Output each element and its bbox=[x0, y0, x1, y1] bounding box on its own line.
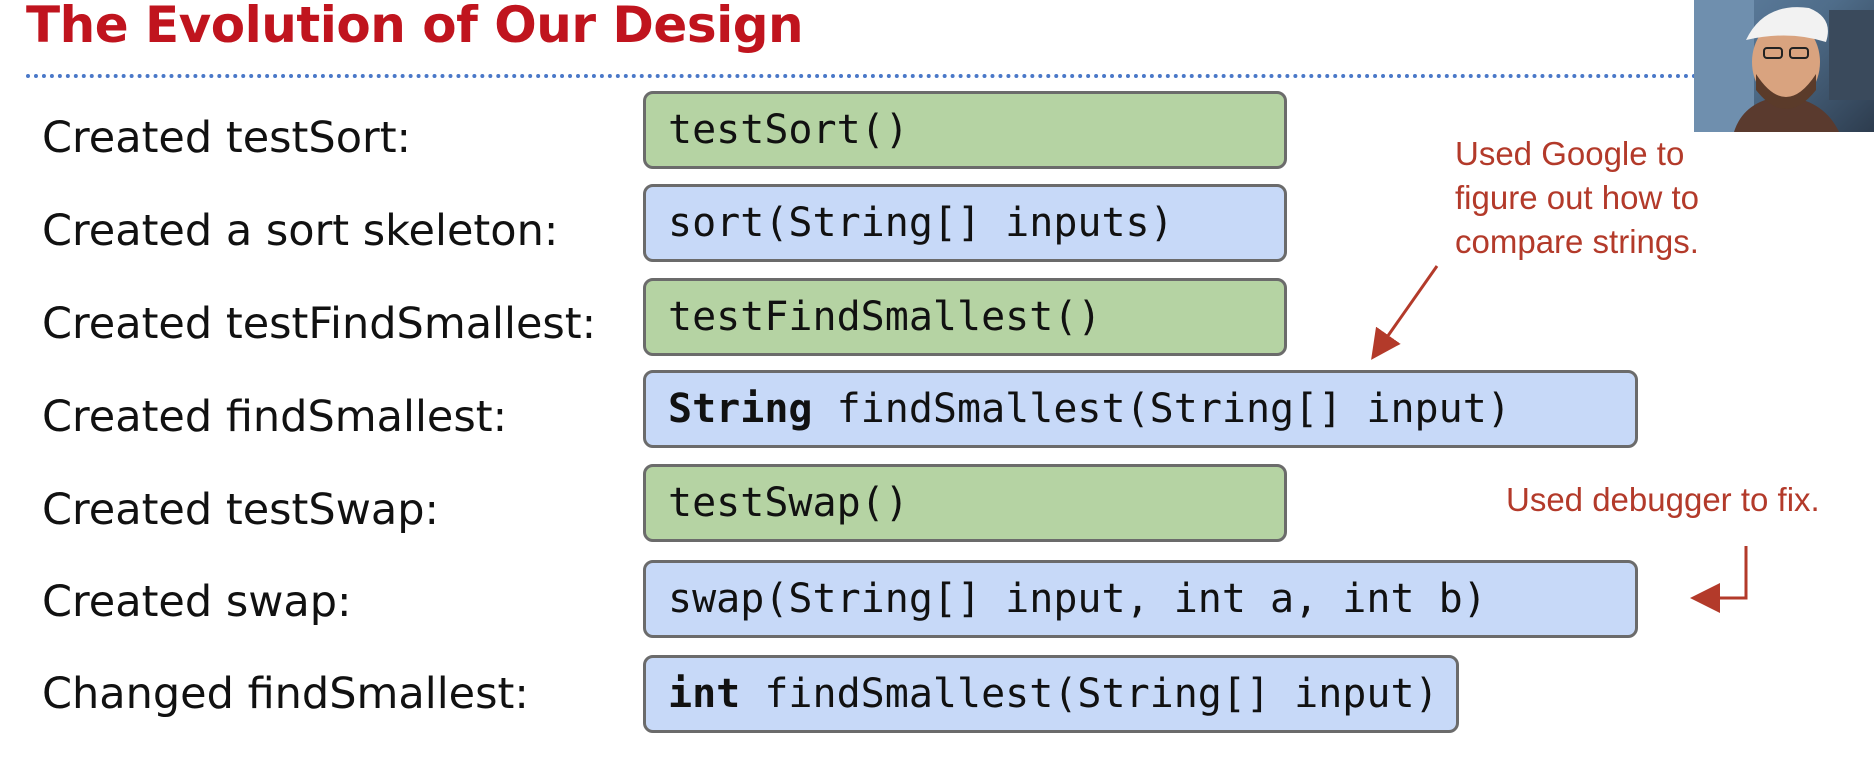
annotation-line: Used Google to bbox=[1455, 135, 1685, 172]
code-box-findsmallest: String findSmallest(String[] input) bbox=[643, 370, 1638, 448]
code-box-changed-findsmallest: int findSmallest(String[] input) bbox=[643, 655, 1459, 733]
code-box-testswap: testSwap() bbox=[643, 464, 1287, 542]
code-text: findSmallest(String[] input) bbox=[740, 671, 1439, 717]
step-label: Created testSwap: bbox=[42, 485, 440, 535]
annotation-google: Used Google to figure out how to compare… bbox=[1455, 132, 1699, 264]
code-text: swap(String[] input, int a, int b) bbox=[668, 576, 1487, 622]
debugger-arrow-icon bbox=[1690, 546, 1748, 613]
step-label: Created swap: bbox=[42, 577, 352, 627]
code-box-testfindsmallest: testFindSmallest() bbox=[643, 278, 1287, 356]
title-divider bbox=[26, 74, 1698, 78]
code-box-swap: swap(String[] input, int a, int b) bbox=[643, 560, 1638, 638]
code-box-testsort: testSort() bbox=[643, 91, 1287, 169]
code-keyword: int bbox=[668, 671, 741, 717]
step-label: Changed findSmallest: bbox=[42, 669, 529, 719]
step-label: Created testFindSmallest: bbox=[42, 299, 597, 349]
code-text: testSort() bbox=[668, 107, 909, 153]
annotation-line: compare strings. bbox=[1455, 223, 1699, 260]
code-text: findSmallest(String[] input) bbox=[812, 386, 1511, 432]
step-label: Created a sort skeleton: bbox=[42, 206, 559, 256]
code-text: testSwap() bbox=[668, 480, 909, 526]
code-text: testFindSmallest() bbox=[668, 294, 1102, 340]
step-label: Created testSort: bbox=[42, 113, 412, 163]
step-label: Created findSmallest: bbox=[42, 392, 508, 442]
code-keyword: String bbox=[668, 386, 813, 432]
code-box-sort: sort(String[] inputs) bbox=[643, 184, 1287, 262]
presenter-image bbox=[1694, 0, 1874, 132]
slide-title: The Evolution of Our Design bbox=[26, 0, 804, 54]
google-arrow-icon bbox=[1371, 265, 1439, 360]
code-text: sort(String[] inputs) bbox=[668, 200, 1174, 246]
annotation-line: figure out how to bbox=[1455, 179, 1699, 216]
presenter-webcam bbox=[1694, 0, 1874, 132]
annotation-debugger: Used debugger to fix. bbox=[1506, 481, 1820, 518]
